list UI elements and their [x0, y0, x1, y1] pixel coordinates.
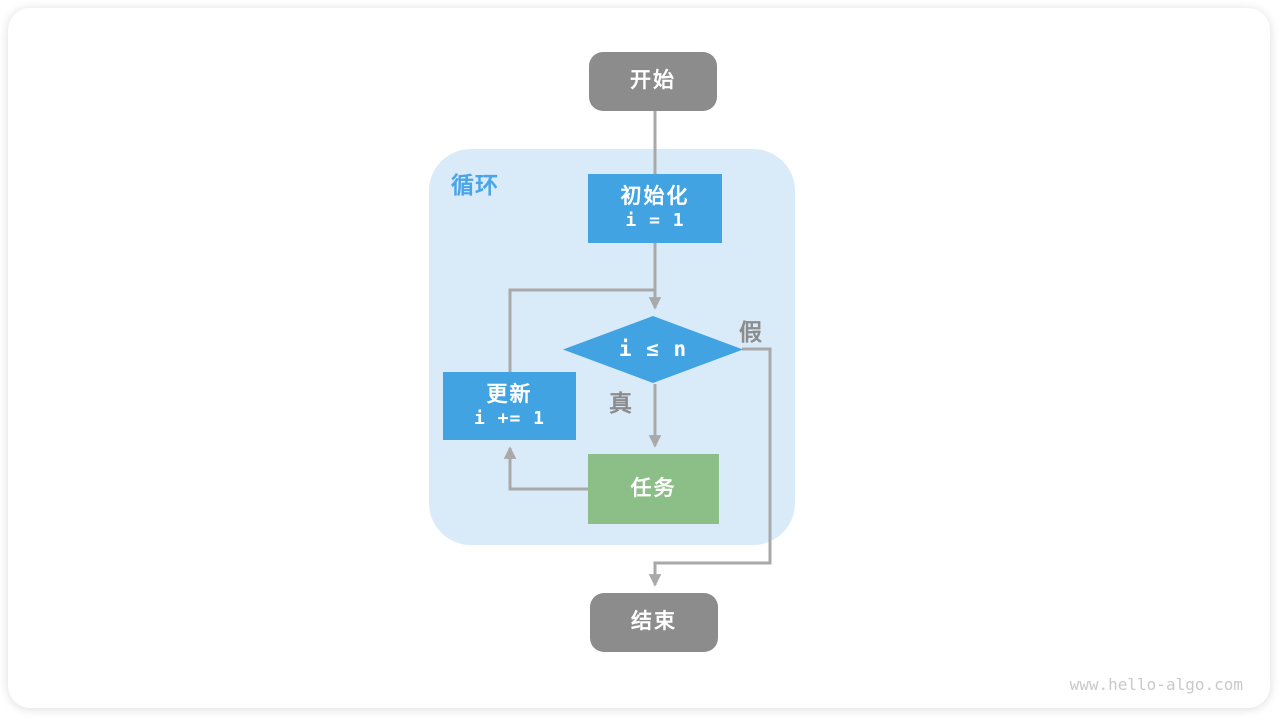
node-update-code: i += 1 [473, 407, 546, 429]
edge-label-true: 真 [609, 390, 632, 416]
flow-node-end: 结束 [590, 593, 718, 652]
flow-node-update: 更新 i += 1 [443, 372, 576, 440]
loop-container-label: 循环 [451, 172, 499, 198]
site-watermark: www.hello-algo.com [1069, 675, 1243, 694]
flow-node-init: 初始化 i = 1 [588, 174, 722, 243]
node-task-label: 任务 [630, 476, 677, 500]
edge-label-false: 假 [739, 319, 762, 345]
node-start-label: 开始 [630, 69, 676, 93]
node-condition-code: i ≤ n [618, 337, 688, 362]
flow-node-task: 任务 [588, 454, 719, 524]
node-update-label: 更新 [486, 382, 533, 406]
node-end-label: 结束 [631, 610, 677, 634]
flow-node-start: 开始 [589, 52, 717, 111]
node-init-code: i = 1 [625, 210, 685, 232]
node-init-label: 初始化 [620, 185, 690, 209]
